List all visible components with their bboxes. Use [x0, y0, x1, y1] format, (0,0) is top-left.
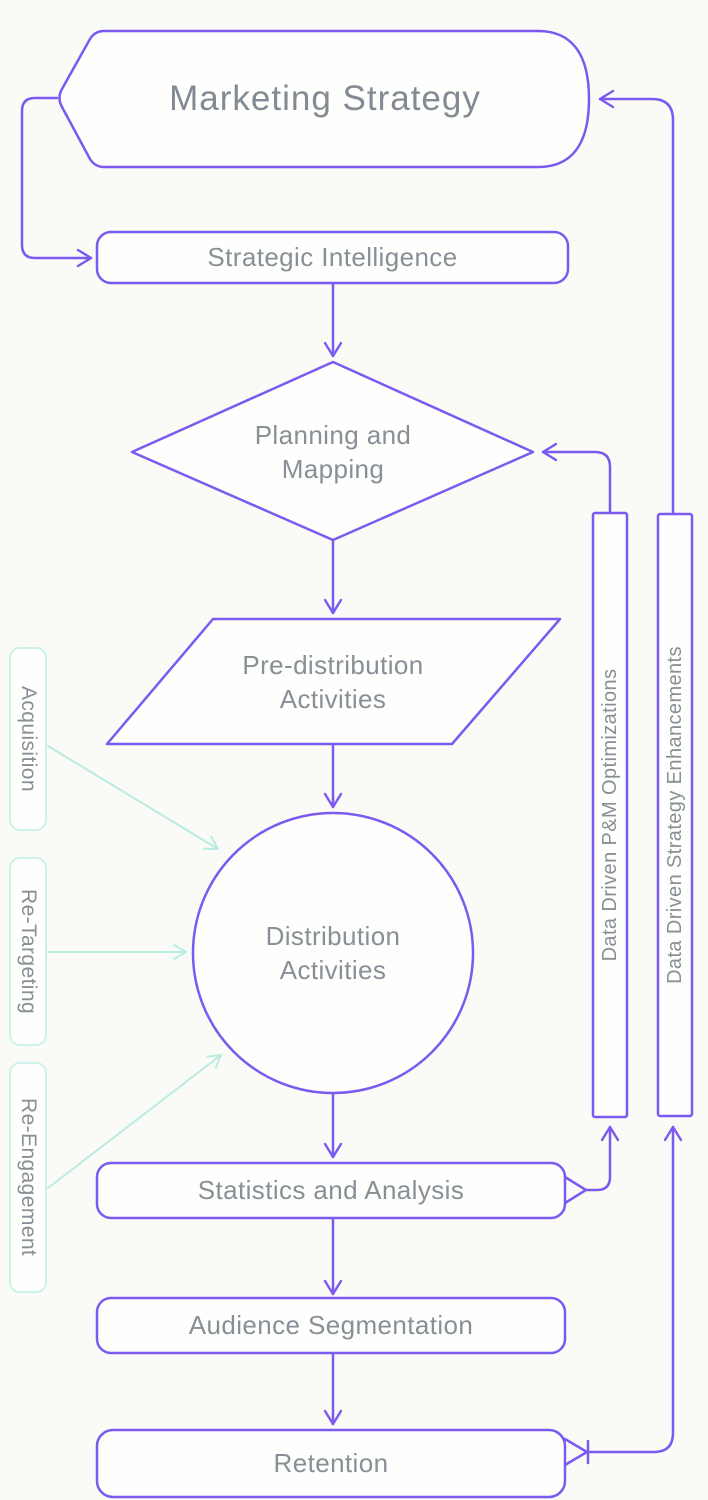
arrow-acquisition-to-distribution: [47, 745, 219, 850]
node-audience-segmentation: [95, 1296, 567, 1355]
audience-segmentation-label: Audience Segmentation: [188, 1310, 474, 1341]
planning-and-mapping-label: Planning and Mapping: [254, 419, 412, 484]
node-pm-optimizations-bar: [591, 511, 629, 1119]
pre-distribution-activities-label: Pre-distribution Activities: [242, 649, 424, 714]
node-re-targeting-tab: [9, 857, 47, 1046]
arrowhead-retention-exit: [563, 1437, 590, 1467]
node-planning-and-mapping: [130, 360, 535, 542]
re-targeting-label: Re-Targeting: [16, 888, 40, 1015]
node-strategy-enhancements-bar: [656, 512, 694, 1118]
arrow-retention-to-enhancements-bar: [586, 1125, 683, 1454]
pm-optimizations-label: Data Driven P&M Optimizations: [598, 668, 621, 962]
node-acquisition-tab: [9, 647, 47, 831]
arrowhead-statistics-exit: [563, 1175, 589, 1205]
node-re-engagement-tab: [9, 1062, 47, 1293]
node-distribution-activities: [191, 811, 475, 1095]
node-pre-distribution-activities: [105, 617, 562, 746]
statistics-and-analysis-label: Statistics and Analysis: [197, 1175, 465, 1206]
retention-label: Retention: [273, 1448, 389, 1479]
acquisition-label: Acquisition: [16, 686, 40, 792]
node-marketing-strategy: [58, 29, 591, 169]
arrow-pm-bar-to-planning: [541, 442, 612, 515]
node-statistics-and-analysis: [95, 1161, 567, 1220]
arrow-statistics-to-pm-bar: [584, 1125, 620, 1192]
strategic-intelligence-label: Strategic Intelligence: [207, 242, 458, 273]
arrow-marketing-to-strategic: [20, 96, 93, 268]
node-retention: [95, 1428, 567, 1499]
arrow-enhancements-bar-to-marketing: [598, 89, 675, 516]
strategy-enhancements-label: Data Driven Strategy Enhancements: [663, 646, 686, 984]
re-engagement-label: Re-Engagement: [16, 1098, 40, 1257]
arrow-reengagement-to-distribution: [47, 1054, 222, 1189]
node-strategic-intelligence: [95, 230, 570, 285]
distribution-activities-label: Distribution Activities: [265, 920, 401, 985]
marketing-strategy-label: Marketing Strategy: [169, 78, 481, 118]
